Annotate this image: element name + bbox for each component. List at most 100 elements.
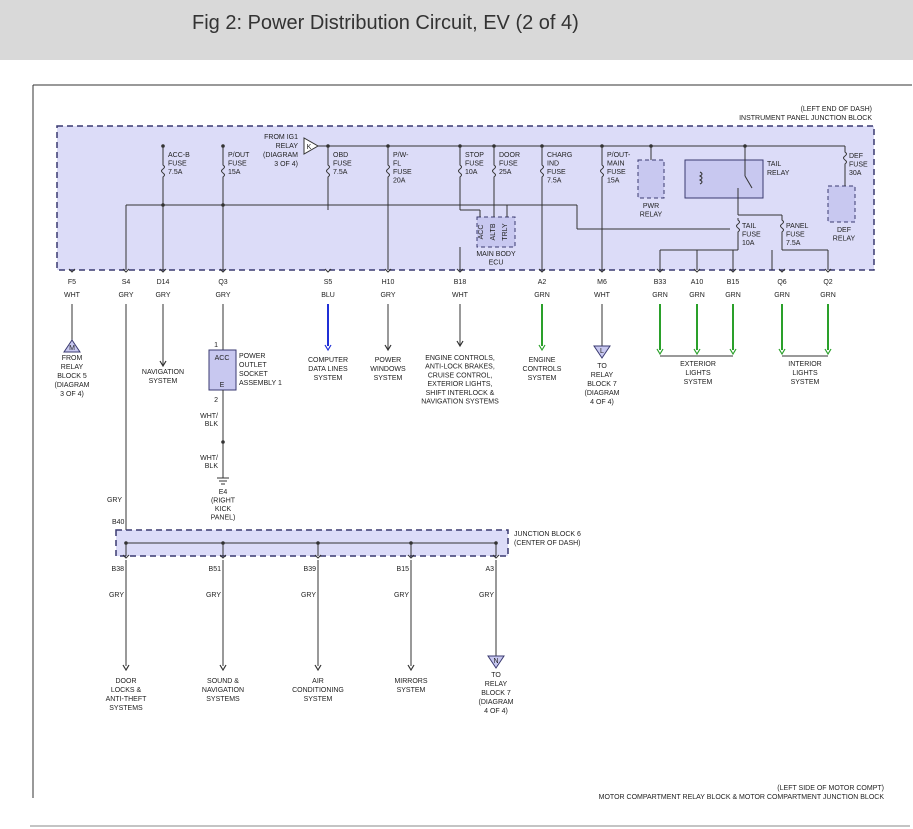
terminal-pin-Q6 [778, 268, 786, 273]
arrow-down-icon [407, 664, 415, 672]
fuse-symbol [540, 163, 544, 179]
from-relay-block-5-label-line: 3 OF 4) [60, 391, 84, 398]
jb6-destination-label-line: SYSTEMS [206, 696, 240, 703]
pwr-relay-label-line: PWR [643, 203, 659, 210]
wire-color-label: GRY [107, 497, 122, 504]
to-relay-block-7-label-line: TO [597, 363, 607, 370]
outlet-wire1-label-line: BLK [205, 421, 219, 428]
wire-color-label: GRY [394, 592, 409, 599]
figure-title: Fig 2: Power Distribution Circuit, EV (2… [192, 12, 579, 34]
terminal-pin-M6 [598, 268, 606, 273]
terminal-pin-B18 [456, 268, 464, 273]
def-fuse-label-line: DEF [849, 153, 863, 160]
jb6-destination-label-line: MIRRORS [394, 678, 427, 685]
splice-dot [221, 541, 225, 545]
wire-color-label: GRY [155, 292, 170, 299]
fuse-label-line: 15A [607, 178, 620, 185]
splice-dot [540, 144, 544, 148]
terminal-pin-Q3 [219, 268, 227, 273]
arrow-down-icon [656, 348, 664, 356]
ground-e4-label-line: (RIGHT [211, 498, 236, 505]
jb6-output-pin: A3 [485, 566, 494, 573]
to-relay-block-7-label-line: (DIAGRAM [585, 390, 620, 397]
outlet-wire1-label-line: WHT/ [200, 413, 218, 420]
def-fuse-label-line: FUSE [849, 162, 868, 169]
jb6-output-pin: B38 [112, 566, 125, 573]
panel-fuse-label-line: 7.5A [786, 240, 801, 247]
power-windows-label-line: SYSTEM [374, 375, 403, 382]
ip-junction-block-title-line: (LEFT END OF DASH) [801, 106, 872, 113]
fuse-label-line: ACC-B [168, 152, 190, 159]
jb6-destination-label-line: NAVIGATION [202, 687, 244, 694]
ecu-pin-label: ACC [478, 225, 485, 240]
jb6-output-pin: B51 [209, 566, 222, 573]
from-ig1-connector [303, 137, 320, 155]
main-body-ecu [476, 216, 516, 248]
wire-color-label: GRY [118, 292, 133, 299]
terminal-label: F5 [68, 279, 76, 286]
terminal-pin-S5 [324, 268, 332, 273]
wire-color-label: GRY [109, 592, 124, 599]
jb6-destination-label-line: SYSTEM [397, 687, 426, 694]
power-windows-label-line: WINDOWS [370, 366, 406, 373]
wire-color-label: BLU [321, 292, 335, 299]
fuse-symbol [221, 163, 225, 179]
from-ig1-connector-label: K [307, 144, 312, 151]
arrow-down-icon [693, 348, 701, 356]
wire-color-label: GRN [534, 292, 550, 299]
relay-block-7-l-connector [593, 345, 611, 359]
def-relay [827, 185, 856, 223]
outlet-acc-label: ACC [215, 355, 230, 362]
splice-dot [386, 144, 390, 148]
terminal-label: A2 [538, 279, 547, 286]
relay-block-5-connector-label: M [69, 345, 75, 352]
power-outlet-label-line: OUTLET [239, 362, 267, 369]
outlet-pin-top: 1 [214, 342, 218, 349]
splice-dot [409, 541, 413, 545]
fuse-symbol [386, 163, 390, 179]
main-body-ecu-label-line: MAIN BODY [476, 251, 516, 258]
ecu-pin-label: ALTB [490, 223, 497, 240]
power-windows-label-line: POWER [375, 357, 401, 364]
engine-controls-label-line: CONTROLS [523, 366, 562, 373]
splice-dot [458, 144, 462, 148]
engine-controls-label-line: ENGINE [529, 357, 556, 364]
terminal-label: Q3 [218, 279, 227, 286]
jb6-destination-label-line: SYSTEM [304, 696, 333, 703]
jb6-destination-label-line: BLOCK 7 [481, 690, 511, 697]
terminal-pin-B15 [729, 268, 737, 273]
interior-lights-label-line: LIGHTS [792, 370, 818, 377]
splice-dot [161, 144, 165, 148]
engine-controls-multi-label-line: EXTERIOR LIGHTS, [428, 381, 493, 388]
fuse-symbol [326, 163, 330, 179]
computer-data-lines-label-line: SYSTEM [314, 375, 343, 382]
fuse-label-line: DOOR [499, 152, 520, 159]
terminal-pin-S4 [122, 268, 130, 273]
fuse-symbol [600, 163, 604, 179]
fuse-label-line: 15A [228, 169, 241, 176]
terminal-pin-H10 [384, 268, 392, 273]
terminal-label: A10 [691, 279, 704, 286]
power-outlet-label-line: ASSEMBLY 1 [239, 380, 282, 387]
jb6-destination-label-line: TO [491, 672, 501, 679]
jb6-title: JUNCTION BLOCK 6(CENTER OF DASH) [514, 531, 581, 547]
exterior-lights-label-line: EXTERIOR [680, 361, 716, 368]
jb6-destination-label-line: SOUND & [207, 678, 239, 685]
terminal-label: M6 [597, 279, 607, 286]
splice-dot [743, 144, 747, 148]
fuse-label-line: MAIN [607, 161, 625, 168]
fuse-label-line: FUSE [168, 161, 187, 168]
to-relay-block-7-label-line: RELAY [591, 372, 614, 379]
